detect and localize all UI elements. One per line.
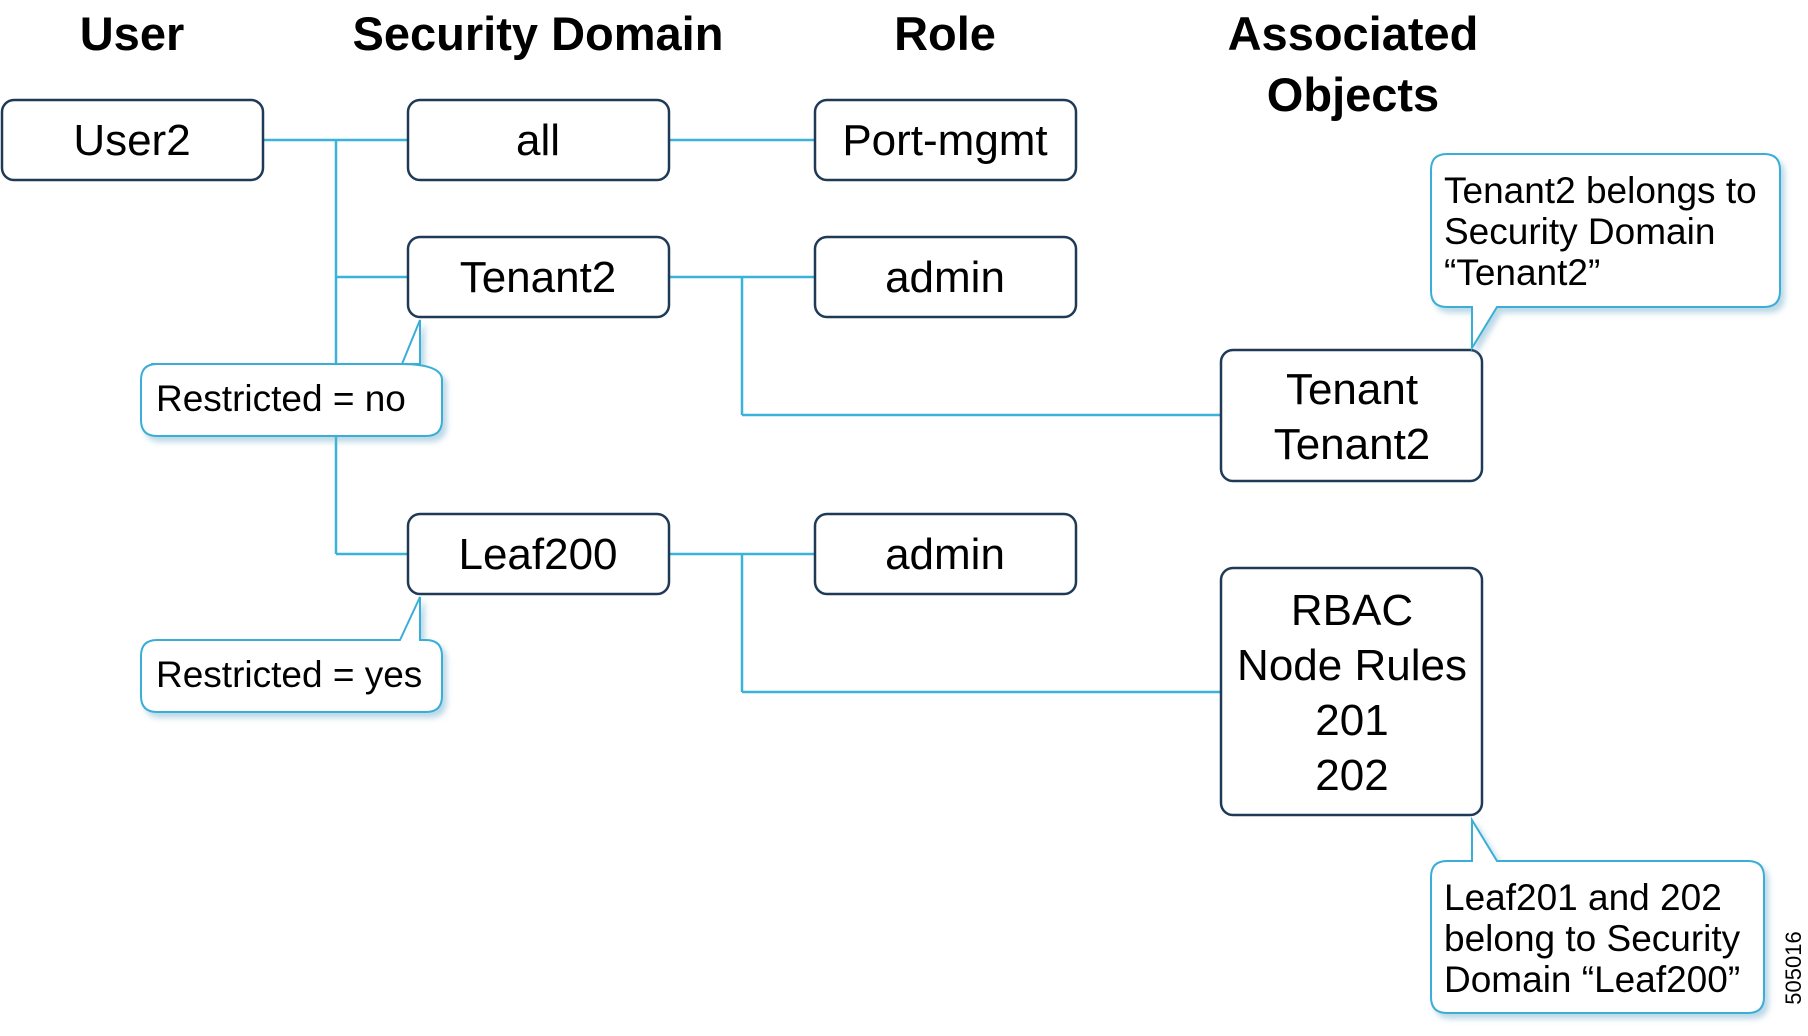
role-box-portmgmt: Port-mgmt bbox=[813, 98, 1078, 182]
header-role: Role bbox=[894, 7, 996, 60]
object-box-tenant: Tenant Tenant2 bbox=[1219, 348, 1484, 483]
user-box: User2 bbox=[0, 98, 265, 182]
callout-restricted-no: Restricted = no bbox=[140, 319, 443, 437]
role-label: admin bbox=[885, 530, 1005, 579]
restricted-no-label: Restricted = no bbox=[156, 378, 406, 419]
domain-label: Leaf200 bbox=[458, 530, 617, 579]
callout-leaf-note: Leaf201 and 202 belong to Security Domai… bbox=[1430, 816, 1765, 1014]
object-box-rbac: RBAC Node Rules 201 202 bbox=[1219, 566, 1484, 817]
header-security-domain: Security Domain bbox=[353, 7, 724, 60]
role-label: admin bbox=[885, 253, 1005, 302]
role-box-admin-leaf200: admin bbox=[813, 512, 1078, 596]
object-rbac-line1: RBAC bbox=[1291, 586, 1413, 635]
object-rbac-line3: 201 bbox=[1315, 696, 1388, 745]
user-label: User2 bbox=[73, 116, 190, 165]
header-user: User bbox=[80, 7, 185, 60]
header-associated-objects-line1: Associated bbox=[1228, 7, 1479, 60]
callout-tenant-note: Tenant2 belongs to Security Domain “Tena… bbox=[1430, 153, 1781, 352]
figure-id: 505016 bbox=[1781, 931, 1806, 1004]
leaf-note-line3: Domain “Leaf200” bbox=[1444, 959, 1740, 1000]
role-box-admin-tenant2: admin bbox=[813, 235, 1078, 319]
callout-restricted-yes: Restricted = yes bbox=[140, 596, 443, 713]
object-tenant-line2: Tenant2 bbox=[1274, 420, 1431, 469]
tenant-note-line2: Security Domain bbox=[1444, 211, 1715, 252]
domain-box-tenant2: Tenant2 bbox=[406, 235, 671, 319]
object-rbac-line2: Node Rules bbox=[1237, 641, 1467, 690]
header-associated-objects-line2: Objects bbox=[1267, 68, 1439, 121]
connectors bbox=[263, 138, 1221, 694]
domain-label: all bbox=[516, 116, 560, 165]
role-label: Port-mgmt bbox=[842, 116, 1047, 165]
domain-box-leaf200: Leaf200 bbox=[406, 512, 671, 596]
tenant-note-line1: Tenant2 belongs to bbox=[1444, 170, 1757, 211]
tenant-note-line3: “Tenant2” bbox=[1444, 252, 1600, 293]
domain-box-all: all bbox=[406, 98, 671, 182]
object-tenant-line1: Tenant bbox=[1286, 365, 1418, 414]
restricted-yes-label: Restricted = yes bbox=[156, 654, 422, 695]
object-rbac-line4: 202 bbox=[1315, 751, 1388, 800]
leaf-note-line1: Leaf201 and 202 bbox=[1444, 877, 1722, 918]
leaf-note-line2: belong to Security bbox=[1444, 918, 1741, 959]
domain-label: Tenant2 bbox=[460, 253, 617, 302]
